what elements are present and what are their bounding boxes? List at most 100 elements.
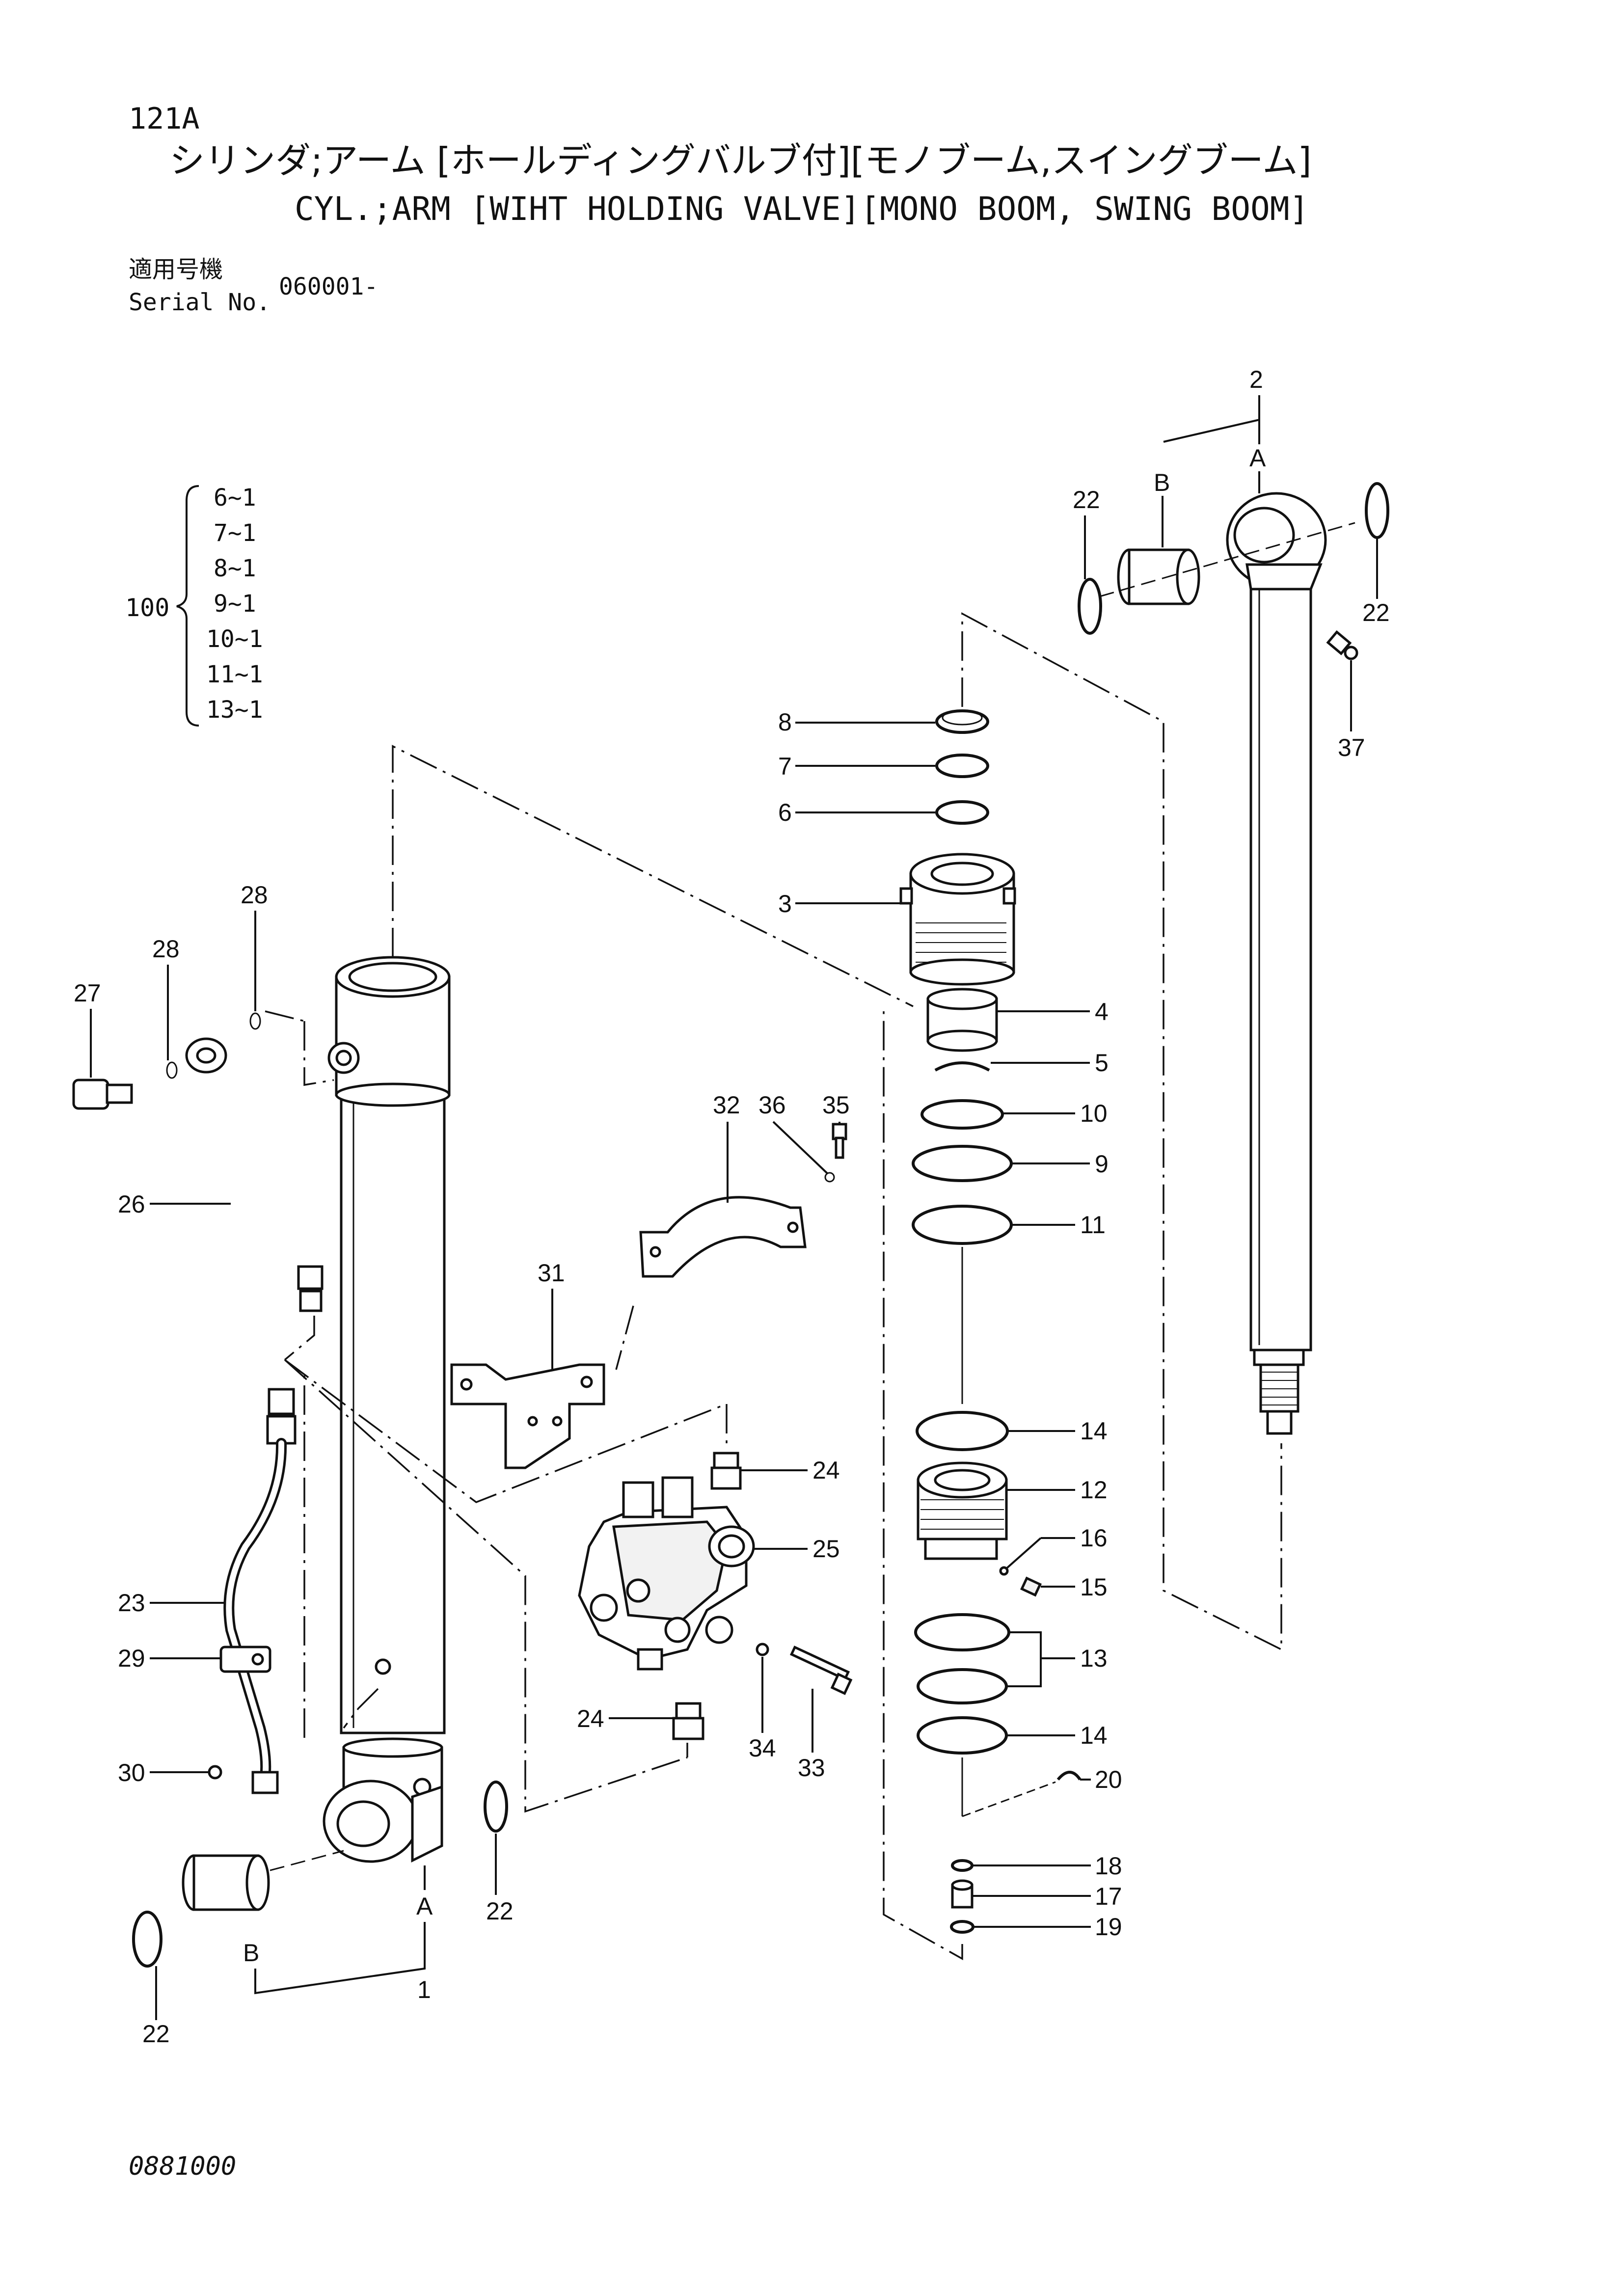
steel-ball (999, 1566, 1009, 1576)
rod-bushing (1117, 548, 1200, 605)
ring-guide (962, 1781, 1056, 1817)
slide-ring (914, 1613, 1010, 1651)
callout-24: 24 (577, 1705, 604, 1732)
dust-seal (132, 1911, 162, 1968)
nut (951, 1879, 974, 1909)
callout-12: 12 (1080, 1476, 1108, 1504)
serial-label-english: Serial No. (129, 289, 271, 316)
callout-24: 24 (812, 1457, 840, 1484)
callout-13: 13 (1080, 1645, 1108, 1672)
wear-ring (917, 1716, 1008, 1755)
callout-4: 4 (1095, 998, 1109, 1026)
title-english: CYL.;ARM [WIHT HOLDING VALVE][MONO BOOM,… (295, 190, 1309, 228)
callout-9: 9 (1095, 1150, 1109, 1178)
callout-32: 32 (713, 1091, 740, 1119)
holding-valve (578, 1476, 755, 1671)
assembly-lines (265, 612, 1282, 1960)
title-japanese: シリンダ;アーム [ホールディングバルブ付][モノブーム,スイングブーム] (169, 140, 1312, 181)
callout-10: 10 (1080, 1100, 1108, 1127)
guide-bushing (926, 988, 998, 1052)
leader-16 (1005, 1537, 1042, 1569)
banjo-bolt (72, 1079, 133, 1110)
callout-37: 37 (1338, 734, 1365, 761)
dust-seal (1365, 482, 1389, 539)
leader-13 (1006, 1631, 1075, 1687)
callout-30: 30 (118, 1759, 145, 1786)
dust-seal (484, 1781, 508, 1833)
washer (950, 1920, 974, 1934)
kit-item: 6~1 (214, 484, 256, 512)
callout-11: 11 (1080, 1211, 1106, 1239)
rod-seal-stack (935, 709, 989, 825)
set-screw (1020, 1576, 1042, 1597)
drawing-number: 0881000 (129, 2152, 236, 2181)
pipe-clamp-bracket (639, 1196, 807, 1278)
callout-3: 3 (778, 890, 792, 918)
callout-28: 28 (152, 935, 180, 963)
callout-22: 22 (142, 2020, 170, 2048)
leader-36 (772, 1121, 828, 1174)
kit-item: 9~1 (214, 590, 256, 618)
callout-35: 35 (822, 1091, 850, 1119)
kit-item: 8~1 (214, 555, 256, 582)
callout-36: 36 (758, 1091, 786, 1119)
serial-number: 060001- (279, 273, 378, 300)
callout-16: 16 (1080, 1524, 1108, 1552)
backup-ring (920, 1099, 1004, 1130)
kit-brace (176, 485, 199, 727)
o-ring (249, 1012, 261, 1030)
kit-number: 100 (125, 594, 169, 622)
callout-22: 22 (1362, 599, 1390, 626)
grease-nipple (1326, 630, 1358, 660)
valve-adapter (672, 1702, 704, 1740)
serial-label-japanese: 適用号機 (129, 256, 223, 283)
washer-34 (756, 1643, 769, 1656)
callout-18: 18 (1095, 1852, 1122, 1880)
leader-1 (254, 1922, 426, 1995)
callout-19: 19 (1095, 1913, 1122, 1941)
callout-27: 27 (74, 979, 101, 1007)
page-code: 121A (129, 102, 200, 136)
callout-20: 20 (1095, 1766, 1122, 1793)
cylinder-tube (323, 956, 451, 1863)
callout-26: 26 (118, 1190, 145, 1218)
callout-22: 22 (1073, 486, 1100, 513)
callout-33: 33 (798, 1754, 825, 1782)
callout-15: 15 (1080, 1573, 1108, 1601)
cylinder-head (899, 853, 1016, 986)
dust-seal (1078, 578, 1102, 635)
kit-item: 10~1 (206, 625, 263, 653)
callout-23: 23 (118, 1589, 145, 1617)
callout-28: 28 (241, 881, 268, 909)
pipe-clamp (219, 1646, 271, 1673)
wear-ring (916, 1411, 1009, 1451)
kit-item: 11~1 (206, 661, 263, 688)
pin-axis (270, 1850, 344, 1871)
callout-1: 1 (417, 1976, 431, 2003)
o-ring (912, 1145, 1013, 1182)
label-a-top: A (1249, 444, 1266, 472)
tube-bushing (182, 1854, 270, 1911)
callout-25: 25 (812, 1535, 840, 1563)
callout-14: 14 (1080, 1722, 1108, 1749)
clamp-screw (208, 1765, 222, 1780)
o-ring (166, 1061, 178, 1079)
label-b-top: B (1154, 469, 1170, 496)
callout-8: 8 (778, 708, 792, 736)
kit-item: 7~1 (214, 519, 256, 547)
kit-item: 13~1 (206, 696, 263, 724)
callout-14: 14 (1080, 1417, 1108, 1445)
callout-17: 17 (1095, 1883, 1122, 1910)
valve-bolt (789, 1646, 853, 1695)
slide-ring (917, 1668, 1008, 1704)
valve-bracket (450, 1363, 605, 1469)
callout-6: 6 (778, 799, 792, 826)
retaining-ring (1056, 1771, 1082, 1781)
piston-rod-assembly (1226, 492, 1327, 1435)
washer (951, 1859, 974, 1872)
upper-pipe (185, 1037, 324, 1312)
bracket-bolt (832, 1123, 847, 1159)
callout-7: 7 (778, 753, 792, 780)
callout-2: 2 (1249, 366, 1263, 393)
leader-2 (1163, 395, 1260, 444)
